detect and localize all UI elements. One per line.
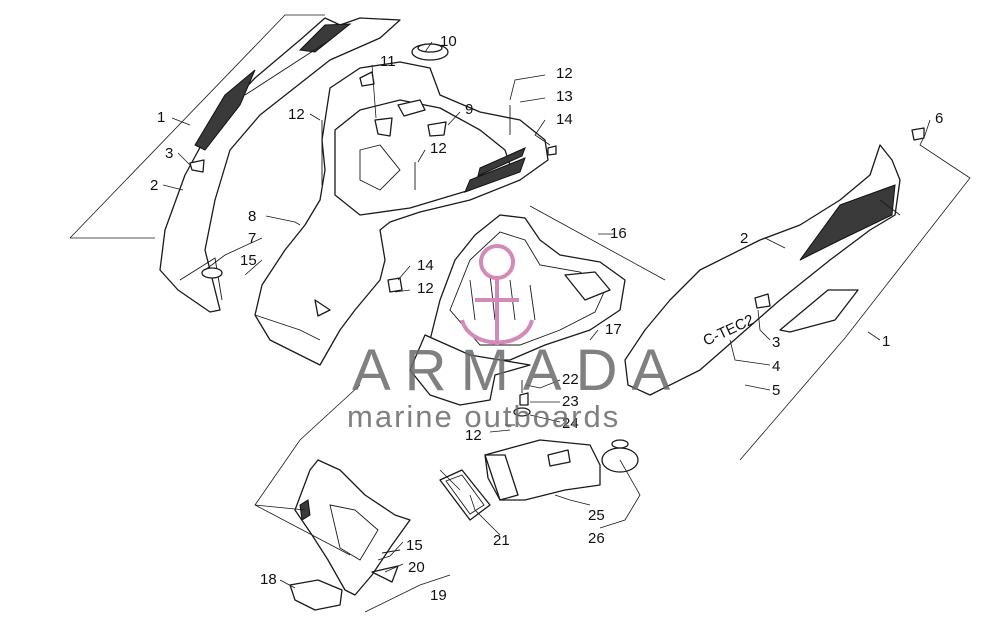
callout-5: 5 <box>772 382 780 399</box>
watermark-brand: ARMADA <box>352 338 684 403</box>
armada-watermark: ARMADA marine outboards <box>347 244 684 434</box>
callout-6: 6 <box>935 110 943 127</box>
callout-26: 26 <box>588 530 605 547</box>
callout-numbers: 1 3 2 8 7 15 10 11 9 12 12 12 13 14 14 1… <box>150 33 943 604</box>
callout-14-b: 14 <box>417 257 434 274</box>
callout-19: 19 <box>430 587 447 604</box>
left-side-panel <box>159 17 401 313</box>
callout-18: 18 <box>260 571 277 588</box>
callout-3-left: 3 <box>165 145 173 162</box>
front-hood <box>254 43 557 366</box>
callout-4: 4 <box>772 358 780 375</box>
callout-12-a: 12 <box>288 106 305 123</box>
callout-8: 8 <box>248 208 256 225</box>
callout-2-left: 2 <box>150 177 158 194</box>
air-box <box>409 214 626 406</box>
callout-17: 17 <box>605 321 622 338</box>
callout-1-left: 1 <box>157 109 165 126</box>
callout-11: 11 <box>380 53 396 70</box>
armada-logo-icon <box>460 244 534 345</box>
callout-12-e: 12 <box>465 427 482 444</box>
callout-13: 13 <box>556 88 573 105</box>
callout-7: 7 <box>248 230 256 247</box>
callout-12-d: 12 <box>417 280 434 297</box>
callout-10: 10 <box>440 33 457 50</box>
callout-12-b: 12 <box>430 140 447 157</box>
callout-15-bottom: 15 <box>406 537 423 554</box>
right-side-panel: C-TEC2 <box>624 127 925 396</box>
lower-bracket <box>289 459 411 611</box>
callout-9: 9 <box>465 101 473 118</box>
leader-lines <box>69 14 971 613</box>
callout-20: 20 <box>408 559 425 576</box>
callout-23: 23 <box>562 393 579 410</box>
callout-3-right: 3 <box>772 334 780 351</box>
callout-24: 24 <box>562 415 579 432</box>
callout-1-right: 1 <box>882 333 890 350</box>
callout-2-right: 2 <box>740 230 748 247</box>
callout-16: 16 <box>610 225 627 242</box>
watermark-tagline: marine outboards <box>347 399 620 434</box>
callout-22: 22 <box>562 371 579 388</box>
callout-15-left: 15 <box>240 252 257 269</box>
callout-12-c: 12 <box>556 65 573 82</box>
callout-14-a: 14 <box>556 111 573 128</box>
callout-21: 21 <box>493 532 510 549</box>
callout-25: 25 <box>588 507 605 524</box>
